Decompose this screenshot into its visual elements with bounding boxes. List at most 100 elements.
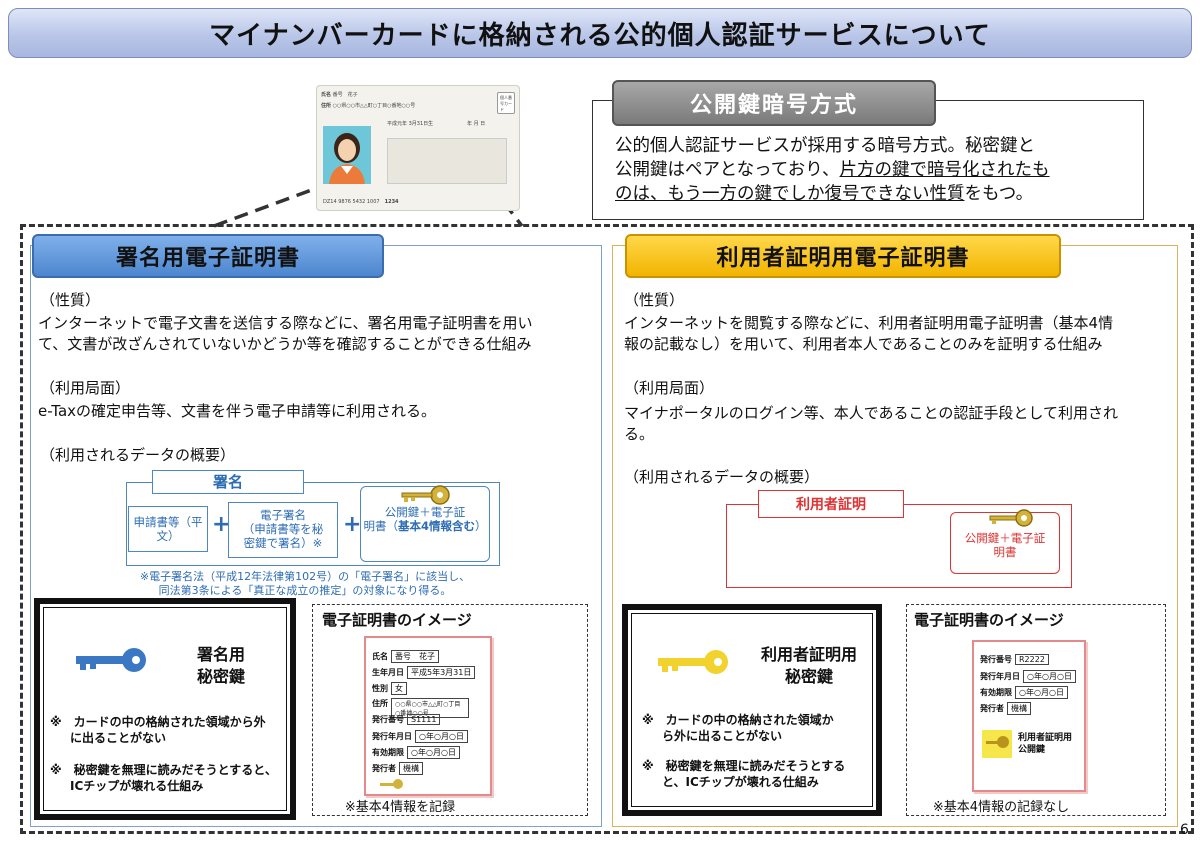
user-cert-footnote: ※基本4情報の記録なし xyxy=(932,800,1070,815)
cert-row: 有効期限○年○月○日 xyxy=(372,746,460,759)
signature-law-note: ※電子署名法（平成12年法律第102号）の「電子署名」に該当し、 同法第3条によ… xyxy=(139,570,471,597)
cert-row-label: 有効期限 xyxy=(980,688,1012,697)
user-header-label: 利用者証明 xyxy=(796,497,866,513)
card-number: DZ14 9876 5432 1007 xyxy=(323,199,380,205)
signature-private-key-title: 署名用 秘密鍵 xyxy=(196,645,245,686)
certificates-frame xyxy=(20,224,1194,834)
cert-row-value: ○年○月○日 xyxy=(407,746,460,759)
digital-signature-line-1: 電子署名 xyxy=(260,508,306,522)
user-certificate-tab-label: 利用者証明用電子証明書 xyxy=(716,246,970,271)
blue-key-icon xyxy=(76,648,146,672)
application-doc-label: 申請書等（平文） xyxy=(133,515,203,543)
golden-key-icon xyxy=(401,485,450,505)
public-key-cert-box: 公開鍵＋電子証 明書（基本4情報含む） xyxy=(360,486,490,562)
yellow-key-badge xyxy=(982,730,1012,758)
cert-row-value: 番号 花子 xyxy=(391,650,439,663)
plus-sign-2: + xyxy=(343,512,362,537)
cert-row-value: ○年○月○日 xyxy=(1023,670,1076,683)
public-key-tab: 公開鍵暗号方式 xyxy=(612,80,936,126)
public-key-line-3b: をもつ。 xyxy=(964,184,1034,204)
user-public-key-cert-box: 公開鍵＋電子証 明書 xyxy=(950,512,1060,574)
left-usage-heading: （利用局面） xyxy=(40,379,131,397)
cert-row-label: 性別 xyxy=(372,684,388,693)
card-name-label: 氏名 xyxy=(321,92,332,98)
cert-row: 有効期限○年○月○日 xyxy=(980,686,1068,699)
cert-row-value: ○○県○○市△△町○丁目○番地○○号 xyxy=(391,698,469,718)
cert-row-label: 住所 xyxy=(372,699,388,708)
page-title: マイナンバーカードに格納される公的個人認証サービスについて xyxy=(209,20,991,51)
signature-header-label: 署名 xyxy=(212,473,243,491)
left-usage-line-1: e-Taxの確定申告等、文書を伴う電子申請等に利用される。 xyxy=(38,402,437,420)
user-private-key-title: 利用者証明用 秘密鍵 xyxy=(760,645,857,686)
left-nature-line-1: インターネットで電子文書を送信する際などに、署名用電子証明書を用い xyxy=(38,314,533,332)
right-usage-line-2: る。 xyxy=(624,425,655,443)
cert-row: 発行年月日○年○月○日 xyxy=(980,670,1076,683)
cert-row-label: 発行番号 xyxy=(980,655,1012,664)
card-year-text: 年 月 日 xyxy=(467,121,486,127)
cert-row: 生年月日平成5年3月31日 xyxy=(372,666,476,679)
user-public-key-label: 利用者証明用 公開鍵 xyxy=(1018,733,1073,755)
cert-row-label: 発行年月日 xyxy=(980,672,1020,681)
application-doc-box: 申請書等（平文） xyxy=(128,506,208,552)
cert-row: 氏名番号 花子 xyxy=(372,650,439,663)
cert-row: 発行者機構 xyxy=(980,702,1031,715)
cert-row-value: 女 xyxy=(391,682,407,695)
signature-certificate-tab-label: 署名用電子証明書 xyxy=(115,246,300,271)
right-nature-line-1: インターネットを閲覧する際などに、利用者証明用電子証明書（基本4情 xyxy=(624,314,1114,332)
digital-signature-line-3: 密鍵で署名）※ xyxy=(243,536,323,550)
user-cert-image-heading: 電子証明書のイメージ xyxy=(914,611,1064,629)
right-key-note-1: ※ カードの中の格納された領域か ら外に出ることがない xyxy=(642,713,834,743)
right-usage-heading: （利用局面） xyxy=(624,379,715,397)
cert-row-label: 発行者 xyxy=(980,704,1004,713)
yellow-key-icon xyxy=(658,650,728,674)
public-key-line-2a: 公開鍵はペアとなっており、 xyxy=(615,160,840,180)
golden-key-icon-right xyxy=(989,509,1033,527)
plus-sign-1: + xyxy=(212,512,231,537)
left-nature-line-2: て、文書が改ざんされていないかどうか等を確認することができる仕組み xyxy=(38,335,532,353)
person-portrait-icon xyxy=(329,133,365,184)
right-nature-line-2: 報の記載なし）を用いて、利用者本人であることのみを証明する仕組み xyxy=(624,335,1103,353)
signature-certificate-tab: 署名用電子証明書 xyxy=(32,234,384,278)
public-key-line-1: 公的個人認証サービスが採用する暗号方式。秘密鍵と xyxy=(615,136,1035,156)
user-private-key-box xyxy=(622,604,882,816)
cert-row-value: 機構 xyxy=(399,762,423,775)
cert-row: 性別女 xyxy=(372,682,407,695)
user-certificate-tab: 利用者証明用電子証明書 xyxy=(625,234,1061,278)
cert-row-label: 発行番号 xyxy=(372,715,404,724)
title-banner: マイナンバーカードに格納される公的個人認証サービスについて xyxy=(8,8,1192,58)
signature-cert-footnote: ※基本4情報を記録 xyxy=(344,800,456,815)
cert-row-label: 氏名 xyxy=(372,652,388,661)
cert-row-label: 発行者 xyxy=(372,764,396,773)
cert-row: 発行年月日○年○月○日 xyxy=(372,730,468,743)
cert-row-value: 平成5年3月31日 xyxy=(407,666,476,679)
card-chip-area xyxy=(387,138,507,184)
left-data-heading: （利用されるデータの概要） xyxy=(40,446,236,464)
cert-row-value: ○年○月○日 xyxy=(415,730,468,743)
cert-row: 住所○○県○○市△△町○丁目○番地○○号 xyxy=(372,698,469,718)
cert-row-label: 生年月日 xyxy=(372,668,404,677)
cert-row: 発行者機構 xyxy=(372,762,423,775)
left-key-note-1: ※ カードの中の格納された領域から外 に出ることがない xyxy=(50,715,266,745)
cert-row-value: R2222 xyxy=(1015,654,1049,665)
digital-signature-box: 電子署名 （申請書等を秘 密鍵で署名）※ xyxy=(228,502,338,558)
signature-cert-image-heading: 電子証明書のイメージ xyxy=(322,611,472,629)
basic-info-included: 基本4情報含む xyxy=(397,519,475,533)
cert-key-icon xyxy=(380,779,403,789)
public-key-tab-label: 公開鍵暗号方式 xyxy=(689,93,858,118)
public-key-cert-line-1: 公開鍵＋電子証 xyxy=(384,505,466,519)
digital-signature-line-2: （申請書等を秘 xyxy=(242,522,324,536)
card-name-value: 番号 花子 xyxy=(332,92,358,98)
signature-private-key-box xyxy=(34,598,296,820)
right-nature-heading: （性質） xyxy=(624,291,685,309)
public-key-line-3a: のは、もう一方の鍵でしか復号できない性質 xyxy=(615,184,965,204)
right-key-note-2: ※ 秘密鍵を無理に読みだそうとする と、ICチップが壊れる仕組み xyxy=(642,759,846,789)
card-address-label: 住所 xyxy=(321,103,332,109)
card-stamp: 個人番号カード xyxy=(497,92,515,114)
card-address-value: ○○県○○市△△町○丁目○番地○○号 xyxy=(332,103,416,109)
cert-row-value: S1111 xyxy=(407,714,441,725)
page-number: 6 xyxy=(1180,822,1189,838)
signature-header-box: 署名 xyxy=(152,470,304,494)
